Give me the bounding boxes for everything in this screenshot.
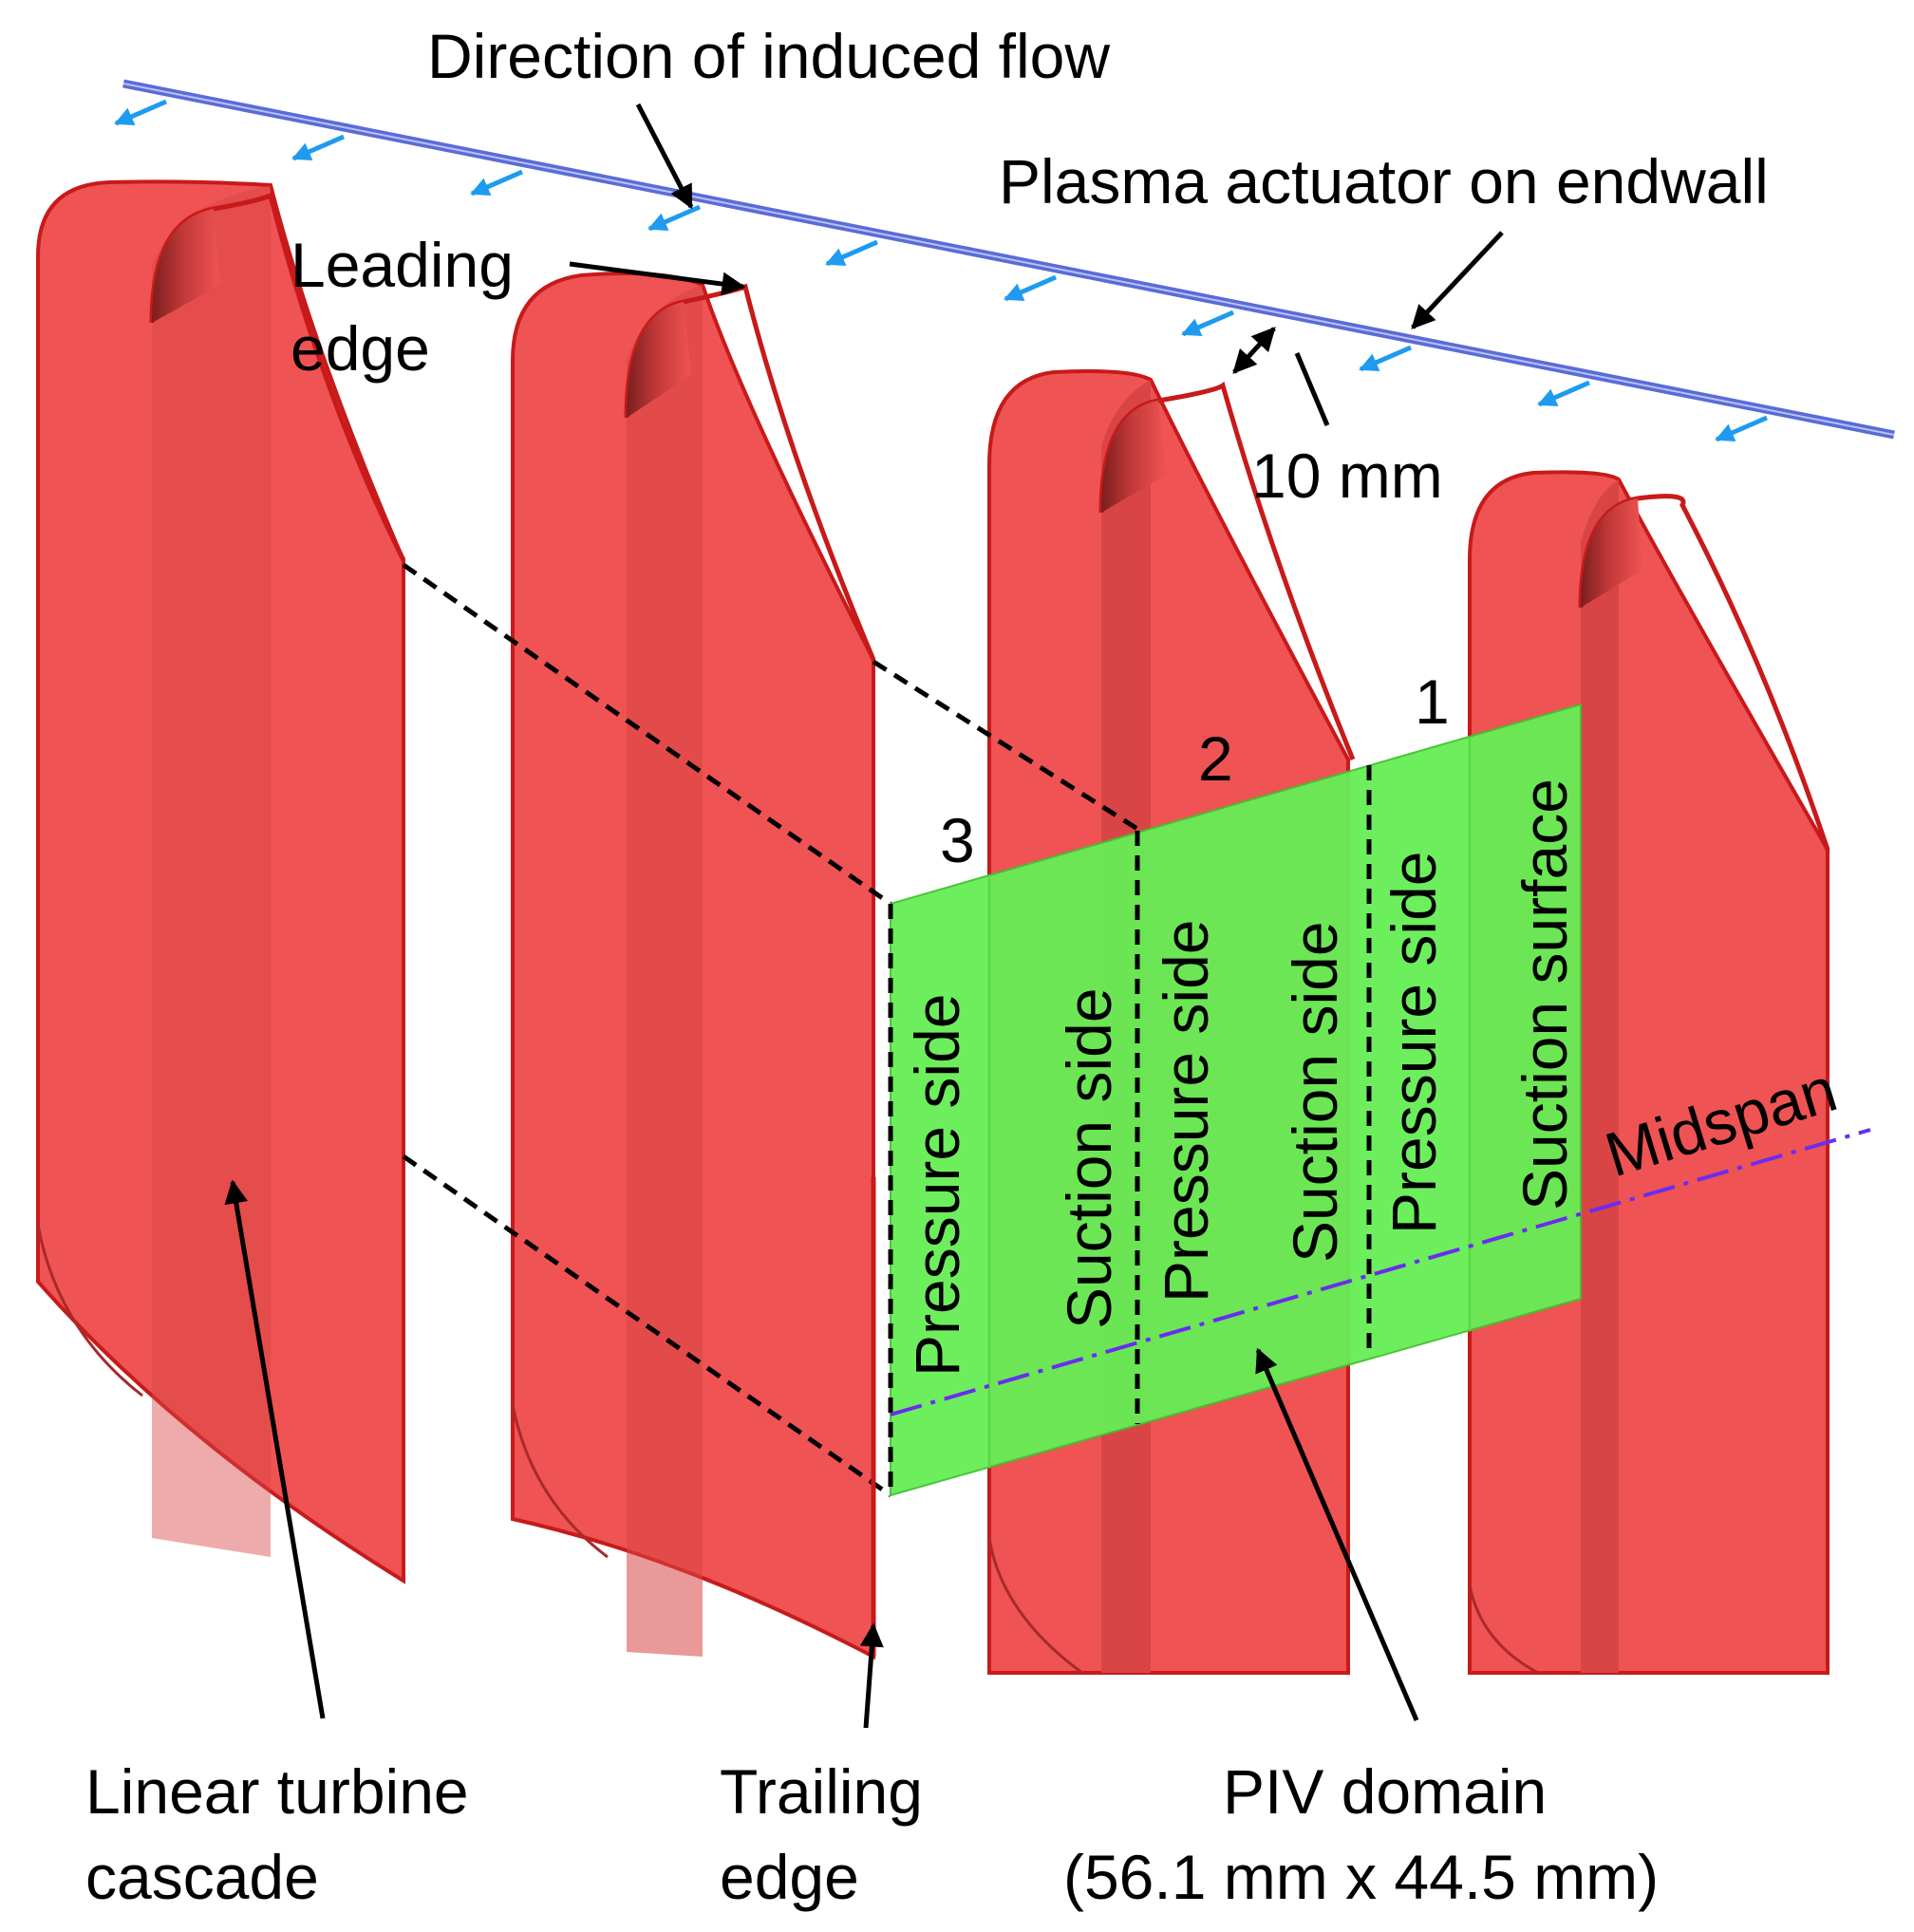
leading-edge-label-line1: Leading: [291, 230, 514, 300]
cascade-label-line2: cascade: [85, 1842, 319, 1912]
plasma-actuator-label: Plasma actuator on endwall: [999, 146, 1769, 216]
turbine-blade: [36, 179, 406, 1585]
strip-label-suction-surface: Suction surface: [1510, 778, 1580, 1210]
passage-number-3: 3: [940, 805, 975, 875]
plasma-actuator: [122, 79, 1895, 440]
piv-domain-label-line2: (56.1 mm x 44.5 mm): [1063, 1842, 1659, 1912]
strip-label-pressure-side: Pressure side: [1151, 919, 1221, 1303]
turbine-blade: [511, 272, 876, 1660]
strip-label-pressure-side: Pressure side: [902, 993, 972, 1377]
cascade-label-line1: Linear turbine: [85, 1756, 469, 1827]
piv-domain-label-line1: PIV domain: [1223, 1756, 1547, 1827]
leading-edge-label-line2: edge: [291, 313, 430, 384]
trailing-edge-label-line1: Trailing: [720, 1756, 923, 1827]
gap-label: 10 mm: [1251, 441, 1443, 511]
strip-label-pressure-side: Pressure side: [1379, 851, 1449, 1234]
passage-number-1: 1: [1415, 666, 1450, 737]
annotation-arrows: [224, 103, 1504, 1729]
strip-label-suction-side: Suction side: [1054, 987, 1124, 1329]
trailing-edge-label-line2: edge: [720, 1842, 859, 1912]
induced-flow-arrows: [114, 99, 1768, 442]
passage-number-2: 2: [1198, 723, 1233, 794]
midspan-line: [890, 1128, 1871, 1416]
piv-domain: [888, 703, 1582, 1497]
induced-flow-label: Direction of induced flow: [427, 21, 1110, 91]
strip-label-suction-side: Suction side: [1280, 921, 1350, 1263]
projection-lines: [402, 562, 1139, 1498]
